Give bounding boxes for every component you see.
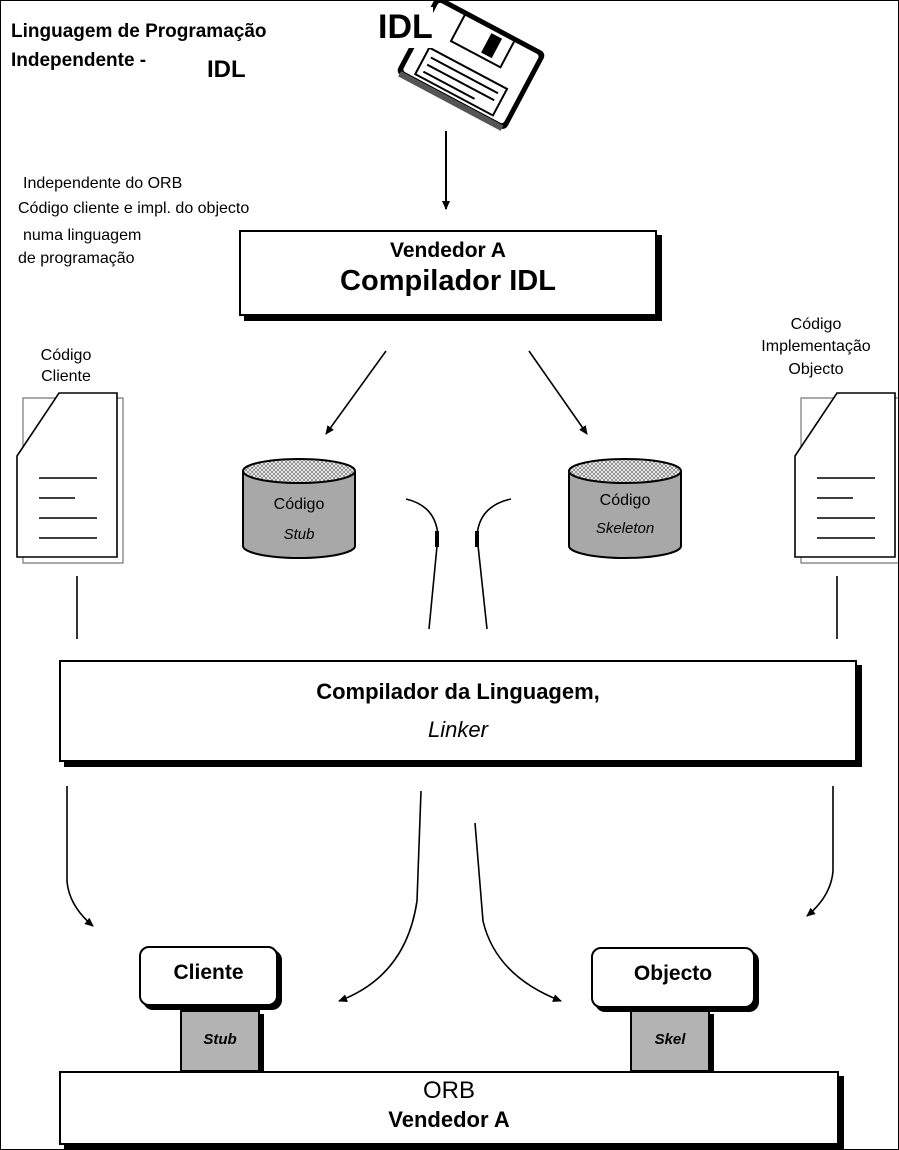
- arrow-compiler-to-stub: [338, 790, 422, 1002]
- client-code-document-icon: [16, 392, 124, 564]
- objecto-box: Objecto: [591, 947, 755, 1008]
- title-line-1: Linguagem de Programação: [11, 21, 267, 42]
- arrow-compiler-to-objecto: [806, 786, 834, 917]
- language-compiler-line-2: Linker: [428, 717, 488, 742]
- client-code-label-1: Código: [40, 347, 92, 364]
- impl-code-label-2: Implementação: [761, 338, 871, 355]
- idl-compiler-box: Vendedor A Compilador IDL: [239, 230, 657, 316]
- title-line-2: Independente -: [11, 50, 147, 71]
- language-compiler-line-1: Compilador da Linguagem,: [316, 679, 600, 704]
- note-line-1: Independente do ORB: [23, 175, 183, 192]
- impl-code-label-1: Código: [790, 316, 842, 333]
- stub-box: Stub: [180, 1010, 260, 1072]
- orb-vendor: Vendedor A: [388, 1107, 510, 1132]
- skeleton-db-label-1: Código: [599, 492, 651, 509]
- idl-compiler-vendor: Vendedor A: [390, 239, 506, 262]
- idl-compiler-name: Compilador IDL: [340, 265, 556, 297]
- arrow-compiler-to-skel: [474, 822, 562, 1002]
- floppy-label: IDL: [378, 7, 433, 48]
- title-idl: IDL: [207, 56, 246, 83]
- skel-label: Skel: [654, 1031, 686, 1048]
- skel-box: Skel: [630, 1010, 710, 1072]
- client-box: Cliente: [139, 946, 278, 1006]
- note-line-2: Código cliente e impl. do objecto: [18, 200, 250, 217]
- client-code-label-2: Cliente: [41, 368, 91, 385]
- note-line-3: numa linguagem: [23, 227, 142, 244]
- impl-code-document-icon: [794, 392, 898, 564]
- arrow-compiler-to-client: [66, 786, 94, 927]
- client-label: Cliente: [173, 961, 244, 984]
- language-compiler-box: Compilador da Linguagem, Linker: [59, 660, 857, 762]
- orb-label: ORB: [422, 1077, 475, 1104]
- skeleton-db-label-2: Skeleton: [595, 520, 655, 537]
- arrow-compiler-to-stub: [325, 350, 387, 435]
- skeleton-database-icon: [568, 458, 682, 559]
- line-stub-to-compiler: [405, 498, 439, 630]
- stub-db-label-2: Stub: [283, 526, 315, 543]
- stub-db-label-1: Código: [273, 496, 325, 513]
- stub-label: Stub: [203, 1031, 237, 1048]
- objecto-label: Objecto: [633, 962, 713, 985]
- impl-code-label-3: Objecto: [788, 361, 844, 378]
- orb-box: ORB Vendedor A: [59, 1071, 839, 1145]
- stub-database-icon: [242, 458, 356, 559]
- floppy-disk-icon: [397, 1, 545, 131]
- arrow-compiler-to-skeleton: [528, 350, 588, 435]
- line-skeleton-to-compiler: [476, 498, 512, 630]
- note-line-4: de programação: [18, 250, 135, 267]
